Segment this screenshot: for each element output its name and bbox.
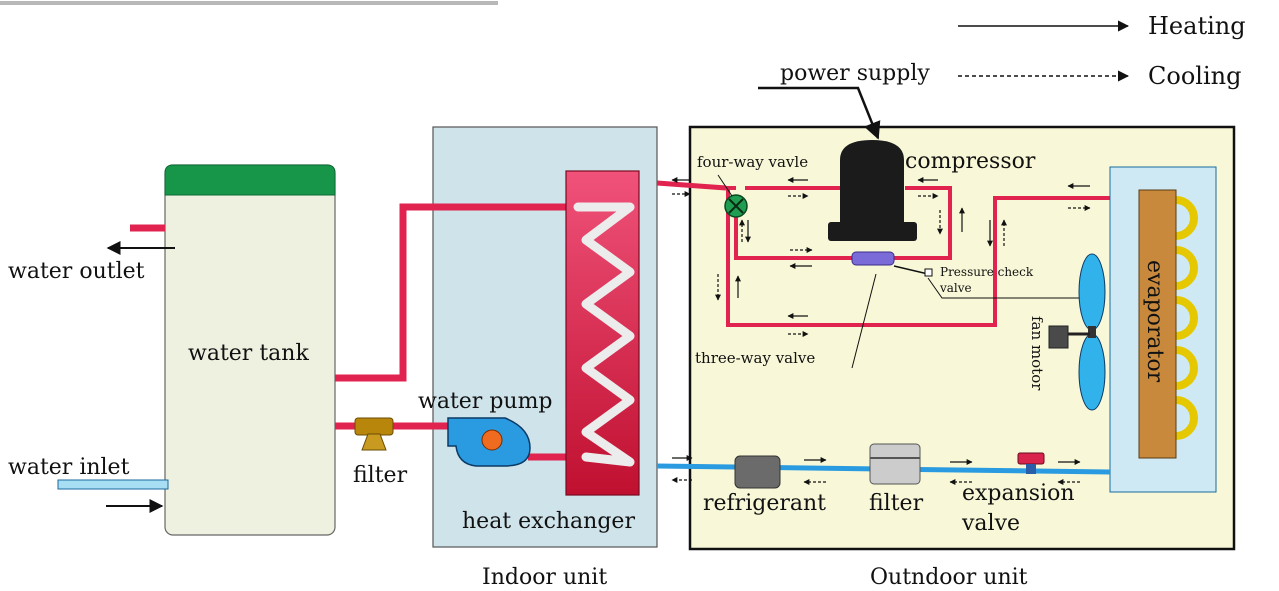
refrigerant-label: refrigerant [703,491,826,516]
water-filter [354,417,394,451]
refrigerant-receiver [734,455,781,489]
water-inlet-pipe [57,479,169,490]
heat-exchanger-coil [573,202,635,467]
fan [1078,253,1106,411]
compressor-label: compressor [905,149,1036,174]
water-pump-label: water pump [418,389,553,414]
evaporator-label: evaporator [1142,260,1167,383]
expansion-valve-label-line1: expansion [962,481,1075,506]
indoor-unit-label: Indoor unit [482,565,607,590]
pressure-check-label-line2: valve [939,281,972,295]
evaporator [1138,189,1177,459]
fan-motor [1048,325,1069,349]
water-pump [447,417,531,467]
water-tank [164,164,336,536]
compressor [828,140,917,241]
hot-water-pipe [335,203,588,382]
cold-line-arrows [671,455,1081,485]
refrigerant-hot-pipe-link [656,180,727,191]
power-supply-line [758,86,881,140]
fan-motor-label: fan motor [1028,316,1046,391]
legend: Heating Cooling [958,12,1246,90]
pressure-check-label-line1: Pressure check [940,265,1034,279]
outdoor-unit-label: Outndoor unit [870,565,1028,590]
four-way-valve-label: four-way vavle [697,153,808,171]
three-way-valve-leader [851,273,877,369]
refrigerant-circuit [726,186,1110,327]
power-supply-label: power supply [780,61,930,86]
four-way-valve-leader [717,174,733,197]
pressure-check-leader [927,277,1100,299]
heat-exchanger-label: heat exchanger [462,509,635,534]
heating-legend-label: Heating [1148,12,1246,40]
refrigerant-filter-label: filter [869,491,924,516]
water-tank-label: water tank [188,341,309,366]
refrigerant-filter [869,443,921,485]
flow-arrows [715,177,1091,337]
cooling-legend-label: Cooling [1148,62,1241,90]
four-way-valve [724,194,748,218]
water-inlet-label: water inlet [8,455,130,480]
evaporator-coils [1175,196,1198,440]
water-filter-label: filter [353,463,408,488]
water-outlet-label: water outlet [8,259,145,284]
three-way-valve-label: three-way valve [695,349,815,367]
expansion-valve [1017,452,1045,474]
three-way-valve [851,251,933,277]
expansion-valve-label-line2: valve [961,511,1020,536]
